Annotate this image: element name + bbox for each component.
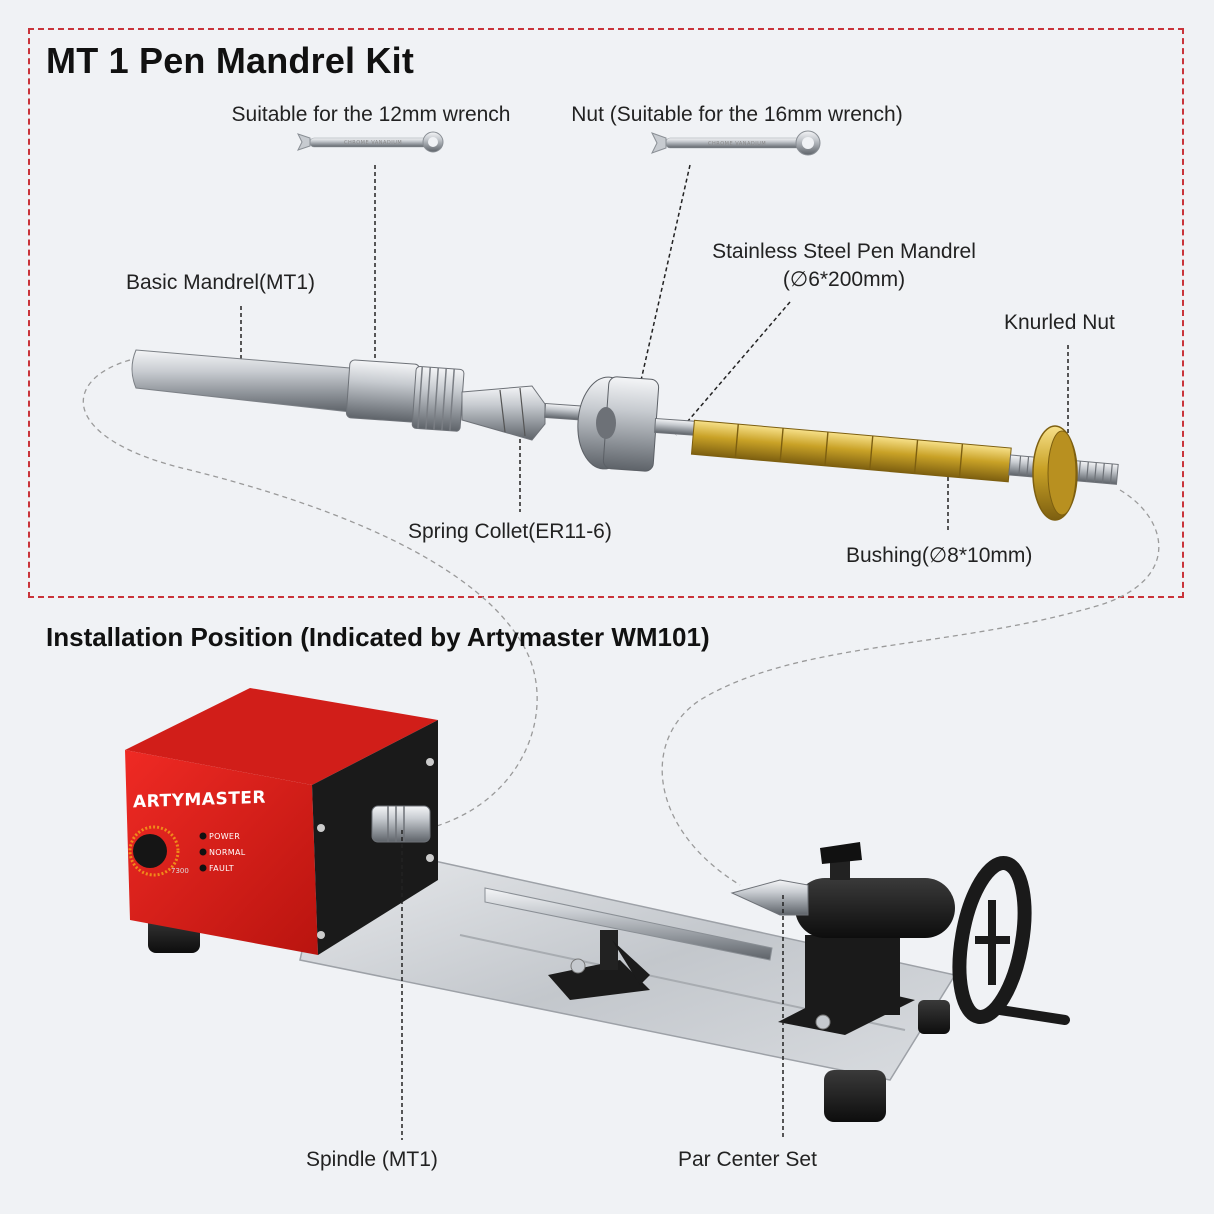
kit-title: MT 1 Pen Mandrel Kit bbox=[46, 40, 415, 81]
label-basic-mandrel: Basic Mandrel(MT1) bbox=[126, 271, 316, 294]
label-pen-mandrel-size: (∅6*200mm) bbox=[782, 268, 906, 291]
connection-curves bbox=[82, 359, 1160, 886]
label-bushing: Bushing(∅8*10mm) bbox=[846, 544, 1033, 567]
tool-rest bbox=[484, 887, 773, 1000]
kit-frame bbox=[28, 28, 1184, 598]
lathe-tailstock bbox=[730, 842, 1070, 1035]
led-label-power: POWER bbox=[209, 832, 241, 841]
dial-max-label: 7300 bbox=[171, 867, 189, 875]
wrench-12mm bbox=[297, 131, 444, 153]
install-leader-lines bbox=[401, 830, 784, 1140]
led-label-normal: NORMAL bbox=[209, 848, 246, 857]
label-pen-mandrel: Stainless Steel Pen Mandrel bbox=[712, 240, 976, 263]
label-wrench-12mm: Suitable for the 12mm wrench bbox=[231, 103, 511, 126]
wrench-stamp-12: CHROME VANADIUM bbox=[344, 140, 403, 146]
label-spindle: Spindle (MT1) bbox=[306, 1148, 438, 1171]
wrench-16mm bbox=[650, 130, 821, 156]
kit-leader-lines bbox=[240, 164, 1069, 532]
led-label-fault: FAULT bbox=[209, 864, 234, 873]
lathe-headstock bbox=[125, 688, 438, 955]
install-title: Installation Position (Indicated by Arty… bbox=[46, 622, 710, 652]
wrench-stamp-16: CHROME VANADIUM bbox=[708, 141, 767, 147]
label-wrench-16mm: Nut (Suitable for the 16mm wrench) bbox=[571, 103, 903, 126]
label-knurled-nut: Knurled Nut bbox=[1004, 311, 1115, 334]
label-center-set: Par Center Set bbox=[678, 1148, 817, 1171]
mandrel-assembly bbox=[131, 349, 1119, 521]
label-spring-collet: Spring Collet(ER11-6) bbox=[408, 520, 612, 543]
